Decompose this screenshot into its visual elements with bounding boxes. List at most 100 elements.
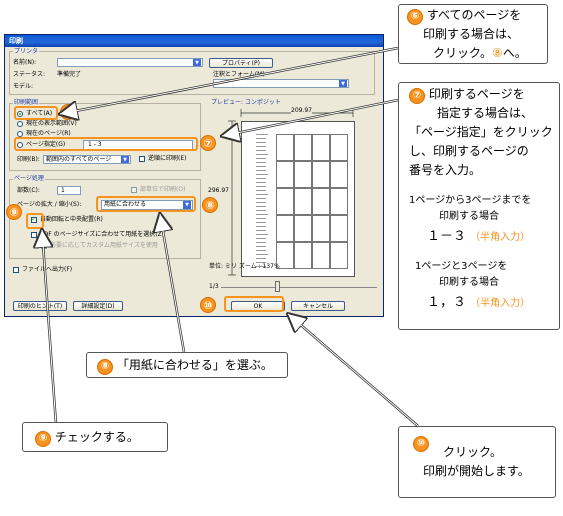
reverse-checkbox[interactable] <box>139 156 145 162</box>
preview-text-line <box>256 134 268 135</box>
preview-grid-cell <box>294 242 312 269</box>
callout-7-ex2-line1: 1ページと3ページを <box>415 261 508 272</box>
dialog-title: 印刷 <box>9 37 23 45</box>
callout-8-marker: ⑧ <box>97 359 113 375</box>
preview-text-line <box>256 194 268 195</box>
preview-text-line <box>256 146 266 147</box>
preview-grid-cell <box>294 134 312 161</box>
preview-text-line <box>256 226 266 227</box>
preview-page <box>241 121 355 277</box>
preview-text-line <box>256 154 268 155</box>
preview-text-line <box>256 202 266 203</box>
preview-text-line <box>256 230 266 231</box>
callout-8-text: 「用紙に合わせる」を選ぶ。 <box>116 358 273 372</box>
autorotate-checkbox[interactable] <box>31 215 37 223</box>
preview-text-line <box>256 138 266 139</box>
radio-current-view[interactable] <box>17 121 23 127</box>
preview-text-line <box>256 206 266 207</box>
preview-grid-cell <box>276 161 294 188</box>
copies-input[interactable]: 1 <box>57 186 81 195</box>
callout-7-ex1-value: １－３ <box>427 229 467 244</box>
radio-all[interactable] <box>17 111 23 117</box>
preview-grid-cell <box>330 242 348 269</box>
callout-10: ⑩ クリック。 印刷が開始します。 <box>398 426 556 498</box>
printer-name-label: 名前(N): <box>13 59 37 66</box>
preview-grid-cell <box>330 215 348 242</box>
radio-current-view-label: 現在の表示範囲(V) <box>26 120 77 127</box>
preview-text-line <box>256 214 268 215</box>
print-to-file-checkbox[interactable] <box>13 267 19 273</box>
preview-text-line <box>256 158 266 159</box>
preview-text-line <box>256 170 266 171</box>
callout-7-ex1-line2: 印刷する場合 <box>439 211 499 222</box>
marker-8: ⑧ <box>202 197 218 213</box>
preview-page-content <box>242 122 354 276</box>
preview-grid-cell <box>312 188 330 215</box>
preview-grid-cell <box>294 161 312 188</box>
preview-grid-cell <box>294 215 312 242</box>
callout-7-ex2-note: （半角入力） <box>470 298 531 309</box>
highlight-ok <box>224 296 284 312</box>
comments-forms-select[interactable] <box>213 79 349 88</box>
preview-grid-cell <box>276 188 294 215</box>
preview-grid-cell <box>312 161 330 188</box>
highlight-pages-range <box>14 137 198 151</box>
print-tips-button[interactable]: 印刷のヒント(T) <box>13 301 67 311</box>
page-slider-track[interactable] <box>221 287 377 288</box>
callout-6-marker: ⑥ <box>407 9 423 25</box>
highlight-all-radio <box>14 106 58 120</box>
callout-6-line3b: ⑧ <box>492 46 503 60</box>
callout-8: ⑧ 「用紙に合わせる」を選ぶ。 <box>86 352 288 378</box>
pdf-paper-label: PDF のページサイズに合わせて用紙を選択(Z) <box>40 231 165 238</box>
callout-7: ⑦ 印刷するページを 指定する場合は、 「ページ指定」をクリック し、印刷するペ… <box>398 82 560 330</box>
scaling-label: ページの拡大 / 縮小(S): <box>17 201 82 208</box>
preview-text-line <box>256 142 266 143</box>
preview-text-line <box>256 222 266 223</box>
collate-checkbox[interactable] <box>131 187 137 193</box>
preview-text-line <box>256 218 266 219</box>
highlight-autorotate <box>26 213 44 229</box>
preview-grid-cell <box>276 215 294 242</box>
copies-label: 部数(C): <box>17 187 40 194</box>
callout-10-line2: 印刷が開始します。 <box>423 464 530 478</box>
preview-grid-cell <box>330 188 348 215</box>
radio-current-page[interactable] <box>17 131 23 137</box>
callout-7-ex1-line1: 1ページから3ページまでを <box>409 195 532 206</box>
callout-10-marker: ⑩ <box>413 436 429 452</box>
subset-select[interactable]: 範囲内のすべてのページ <box>43 155 131 164</box>
preview-text-line <box>256 246 266 247</box>
cancel-button[interactable]: キャンセル <box>291 301 345 311</box>
custom-paper-checkbox[interactable] <box>41 243 47 249</box>
page-handling-label: ページ処理 <box>13 175 45 183</box>
page-slider-thumb[interactable] <box>275 281 280 292</box>
print-to-file-label: ファイルへ出力(F) <box>22 266 73 273</box>
callout-9-marker: ⑨ <box>35 431 51 447</box>
radio-all-label: すべて(A) <box>26 110 53 117</box>
preview-text-line <box>256 166 266 167</box>
advanced-button[interactable]: 詳細設定(D) <box>73 301 123 311</box>
preview-grid-cell <box>276 242 294 269</box>
printer-name-select[interactable] <box>57 58 203 67</box>
custom-paper-label: 必要に応じてカスタム用紙サイズを使用 <box>50 242 158 249</box>
preview-text-line <box>256 198 266 199</box>
preview-text-line <box>256 266 266 267</box>
preview-text-line <box>256 150 266 151</box>
status-label: ステータス: <box>13 71 46 78</box>
preview-text-line <box>256 254 268 255</box>
preview-text-line <box>256 178 266 179</box>
radio-pages-label: ページ指定(G) <box>26 141 66 148</box>
callout-6: ⑥ すべてのページを 印刷する場合は、 クリック。⑧へ。 <box>398 4 548 64</box>
scaling-select[interactable]: 用紙に合わせる <box>101 200 193 210</box>
properties-button[interactable]: プロパティ(P) <box>209 58 273 68</box>
pdf-paper-checkbox[interactable] <box>31 232 37 238</box>
preview-grid-cell <box>330 161 348 188</box>
preview-text-line <box>256 210 266 211</box>
radio-pages[interactable] <box>17 142 23 148</box>
radio-current-page-label: 現在のページ(R) <box>26 130 71 137</box>
reverse-label: 逆順に印刷(E) <box>148 155 187 162</box>
callout-6-line3a: クリック。 <box>433 46 493 60</box>
printer-group-label: プリンタ <box>13 48 40 56</box>
model-label: モデル: <box>13 83 34 90</box>
preview-grid-cell <box>312 215 330 242</box>
preview-label: プレビュー: コンポジット <box>211 99 281 106</box>
